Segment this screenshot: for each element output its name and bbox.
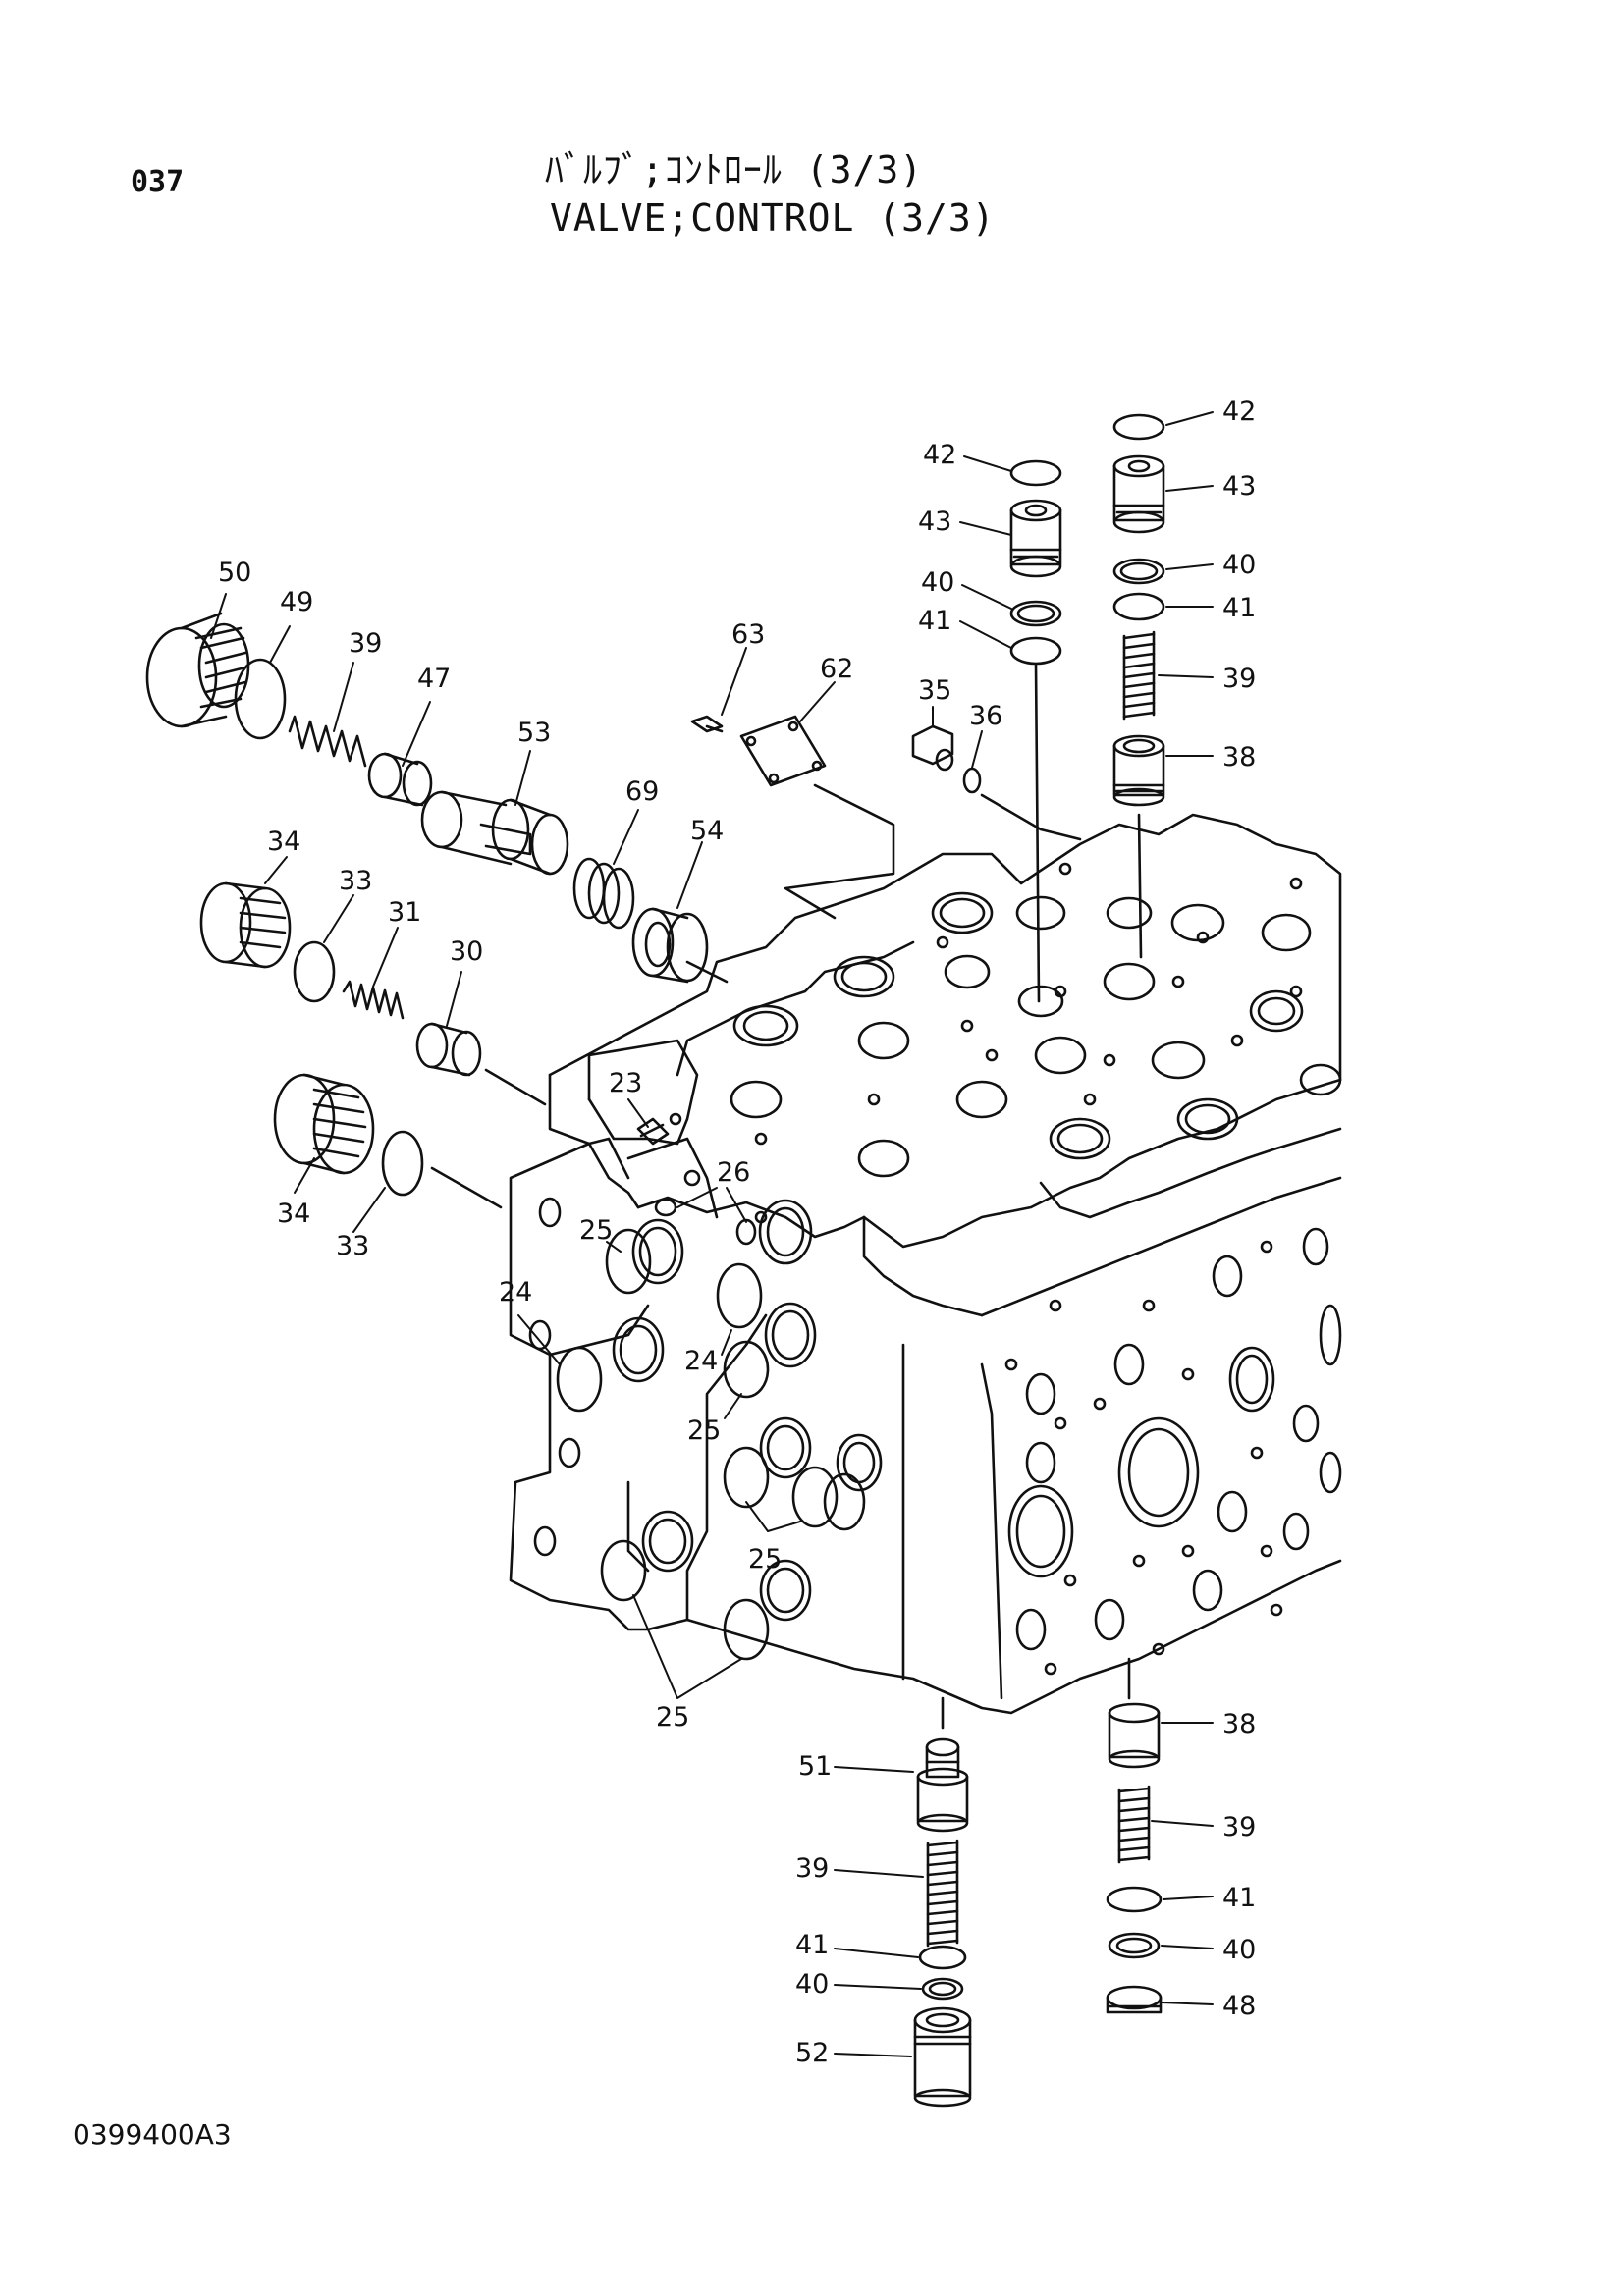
callout-53: 53 [517, 718, 551, 748]
callout-63: 63 [731, 619, 765, 650]
callout-40-right-lower: 40 [1222, 1935, 1256, 1965]
callout-24-center: 24 [684, 1346, 718, 1376]
callout-39-center-lower: 39 [795, 1853, 829, 1884]
callout-35: 35 [918, 675, 951, 706]
title-japanese: ﾊﾞﾙﾌﾞ;ｺﾝﾄﾛｰﾙ (3/3) [545, 148, 924, 191]
callout-34-lower: 34 [277, 1199, 310, 1229]
port-seats [612, 1199, 883, 1622]
callout-69: 69 [625, 776, 659, 807]
o-rings-24-25 [556, 1228, 839, 1661]
callout-62: 62 [820, 654, 853, 684]
callout-31: 31 [388, 897, 421, 928]
center-column-upper [1009, 459, 1062, 1003]
callout-47: 47 [417, 664, 451, 694]
left-assembly-lower [199, 881, 547, 1209]
center-column-lower [913, 1696, 972, 2108]
callout-30: 30 [450, 936, 483, 967]
callout-25-center: 25 [687, 1415, 721, 1446]
callout-52: 52 [795, 2038, 829, 2068]
callout-41-center-lower: 41 [795, 1930, 829, 1960]
callout-40-center-lower: 40 [795, 1969, 829, 2000]
callout-40-center: 40 [921, 567, 954, 598]
callout-39-right-upper: 39 [1222, 664, 1256, 694]
cover-plate [690, 715, 895, 920]
callout-33-upper: 33 [339, 866, 372, 896]
callout-39-upper-left: 39 [349, 628, 382, 659]
callout-40-right: 40 [1222, 550, 1256, 580]
callout-labels: 50 49 39 47 53 69 54 63 62 35 36 42 43 4… [218, 397, 1256, 2068]
callout-41-right-lower: 41 [1222, 1883, 1256, 1913]
callout-25-top: 25 [579, 1215, 613, 1246]
callout-36: 36 [969, 701, 1002, 731]
callout-43-center: 43 [918, 507, 951, 537]
callout-24-left: 24 [499, 1277, 532, 1308]
callout-34-upper: 34 [267, 827, 300, 857]
callout-48: 48 [1222, 1991, 1256, 2021]
plug-35-36 [911, 724, 1082, 841]
callout-33-lower: 33 [336, 1231, 369, 1261]
page-number: 037 [131, 165, 185, 199]
callout-39-right-lower: 39 [1222, 1812, 1256, 1842]
right-column-lower [1106, 1657, 1163, 2014]
callout-26: 26 [717, 1157, 750, 1188]
callout-38-right-upper: 38 [1222, 742, 1256, 773]
title-english: VALVE;CONTROL (3/3) [550, 196, 996, 240]
callout-38-right-lower: 38 [1222, 1709, 1256, 1739]
valve-body [509, 813, 1342, 1715]
pilot-block [587, 1039, 719, 1219]
drawing-number: 0399400A3 [73, 2118, 232, 2151]
callout-25-bottom: 25 [656, 1702, 689, 1733]
callout-51: 51 [798, 1751, 832, 1782]
callout-41-center: 41 [918, 606, 951, 636]
callout-42-center: 42 [923, 440, 956, 470]
callout-54: 54 [690, 816, 724, 846]
callout-50: 50 [218, 558, 251, 588]
callout-25-lower: 25 [748, 1544, 782, 1575]
callout-43-right: 43 [1222, 471, 1256, 502]
callout-23: 23 [609, 1068, 642, 1098]
callout-42-right: 42 [1222, 397, 1256, 427]
callout-41-right: 41 [1222, 593, 1256, 623]
right-column-upper [1112, 413, 1165, 959]
left-assembly-upper [145, 612, 729, 984]
callout-49: 49 [280, 587, 313, 617]
leader-lines [210, 411, 1214, 2057]
